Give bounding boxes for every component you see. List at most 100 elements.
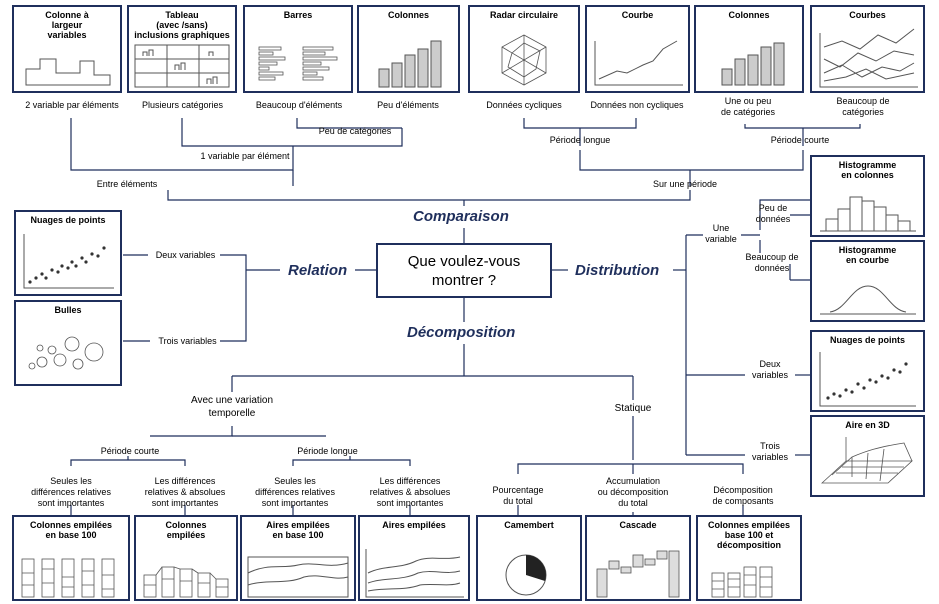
stacked-columns-100-icon (21, 558, 115, 598)
label-peu-categories: Peu de catégories (318, 126, 392, 136)
card-cascade: Cascade (585, 515, 691, 601)
card-title: Colonnes (387, 10, 429, 20)
card-title: Tableau (avec /sans) inclusions graphiqu… (134, 10, 230, 40)
label-deux-variables-distribution: Deux variables (751, 359, 789, 380)
label-peu-de-donnees: Peu de données (755, 203, 791, 224)
card-aires-empilees: Aires empilées (358, 515, 470, 601)
label-seules-differences-2: Seules les différences relatives sont im… (255, 476, 335, 508)
card-aires-empilees-base-100: Aires empilées en base 100 (240, 515, 356, 601)
card-title: Histogramme en colonnes (838, 160, 897, 180)
card-title: Courbes (849, 10, 886, 20)
label-beaucoup-de-donnees: Beaucoup de données (745, 252, 799, 273)
label-plusieurs-categories: Plusieurs catégories (141, 100, 224, 110)
label-statique: Statique (614, 403, 652, 414)
stacked-area-icon (365, 549, 464, 598)
pie-chart-icon (505, 554, 547, 596)
label-entre-elements: Entre éléments (96, 179, 158, 189)
label-beaucoup-elements: Beaucoup d'éléments (255, 100, 343, 110)
card-colonnes-empilees-base-100: Colonnes empilées en base 100 (12, 515, 130, 601)
bar-chart-icon (258, 46, 338, 81)
category-decomposition: Décomposition (407, 324, 516, 341)
card-title: Aires empilées (382, 520, 446, 530)
category-comparaison: Comparaison (413, 208, 509, 225)
card-nuages-de-points-relation: Nuages de points (14, 210, 122, 296)
label-beaucoup-categories: Beaucoup de catégories (836, 96, 890, 117)
scatter-plot-icon (23, 234, 114, 289)
card-radar: Radar circulaire (468, 5, 580, 93)
card-title: Courbe (621, 10, 654, 20)
card-title: Radar circulaire (489, 10, 559, 20)
label-trois-variables: Trois variables (158, 336, 217, 346)
label-seules-differences-1: Seules les différences relatives sont im… (31, 476, 111, 508)
multi-line-chart-icon (819, 28, 918, 88)
stacked-area-100-icon (247, 556, 349, 598)
card-histogramme-colonnes: Histogramme en colonnes (810, 155, 925, 237)
category-distribution: Distribution (575, 262, 660, 279)
label-accumulation: Accumulation ou décomposition du total (597, 476, 669, 508)
card-title: Aire en 3D (845, 420, 890, 430)
label-sur-une-periode: Sur une période (652, 179, 718, 189)
card-title: Colonnes empilées en base 100 (29, 520, 113, 540)
line-chart-icon (594, 40, 683, 86)
3d-area-icon (820, 437, 914, 484)
card-colonnes-periode-courte: Colonnes (694, 5, 804, 93)
central-question-box: Que voulez-vous montrer ? (376, 243, 552, 298)
card-title: Nuages de points (30, 215, 106, 225)
label-decomposition-composants: Décomposition de composants (712, 485, 774, 506)
label-differences-rel-abs-2: Les différences relatives & absolues son… (369, 476, 451, 508)
label-periode-courte-top: Période courte (770, 135, 830, 145)
card-title: Cascade (619, 520, 657, 530)
scatter-plot-icon (819, 352, 916, 407)
label-une-variable: Une variable (705, 223, 737, 244)
label-differences-rel-abs-1: Les différences relatives & absolues son… (144, 476, 226, 508)
stacked-columns-decomposition-icon (711, 566, 773, 598)
card-title: Aires empilées en base 100 (266, 520, 330, 540)
histogram-curve-icon (820, 285, 916, 315)
label-trois-variables-distribution: Trois variables (751, 441, 789, 462)
variable-width-column-icon (25, 58, 111, 86)
label-periode-courte-bottom: Période courte (100, 446, 160, 456)
label-une-ou-peu-categories: Une ou peu de catégories (720, 96, 776, 117)
card-tableau: Tableau (avec /sans) inclusions graphiqu… (127, 5, 237, 93)
label-periode-longue-bottom: Période longue (297, 446, 358, 456)
card-title: Barres (283, 10, 313, 20)
column-chart-icon (378, 40, 442, 88)
bubble-chart-icon (28, 336, 104, 370)
card-courbes: Courbes (810, 5, 925, 93)
card-title: Colonne à largeur variables (45, 10, 89, 40)
card-title: Histogramme en courbe (838, 245, 897, 265)
card-colonnes-peu: Colonnes (357, 5, 460, 93)
card-aire-en-3d: Aire en 3D (810, 415, 925, 497)
waterfall-chart-icon (596, 550, 680, 598)
card-bulles: Bulles (14, 300, 122, 386)
card-histogramme-courbe: Histogramme en courbe (810, 240, 925, 322)
label-avec-variation-temporelle: Avec une variation temporelle (190, 395, 274, 419)
label-pourcentage-du-total: Pourcentage du total (492, 485, 544, 506)
card-title: Colonnes empilées base 100 et décomposit… (707, 520, 791, 550)
card-title: Nuages de points (829, 335, 905, 345)
card-colonnes-empilees-base-100-decomposition: Colonnes empilées base 100 et décomposit… (696, 515, 802, 601)
label-donnees-non-cycliques: Données non cycliques (590, 100, 684, 110)
category-relation: Relation (288, 262, 348, 279)
card-barres: Barres (243, 5, 353, 93)
label-peu-elements: Peu d'éléments (377, 100, 439, 110)
radar-chart-icon (501, 34, 547, 86)
card-courbe: Courbe (585, 5, 690, 93)
label-1-variable-par-element: 1 variable par élément (200, 151, 290, 161)
card-camembert: Camembert (476, 515, 582, 601)
card-title: Colonnes (728, 10, 770, 20)
label-2-variable-par-elements: 2 variable par éléments (25, 100, 119, 110)
card-colonnes-empilees: Colonnes empilées (134, 515, 238, 601)
histogram-columns-icon (820, 196, 916, 232)
card-title: Colonnes empilées (165, 520, 207, 540)
card-title: Bulles (54, 305, 82, 315)
label-donnees-cycliques: Données cycliques (486, 100, 562, 110)
column-chart-icon (721, 42, 785, 86)
card-nuages-de-points-distribution: Nuages de points (810, 330, 925, 412)
card-colonne-largeur-variables: Colonne à largeur variables (12, 5, 122, 93)
label-periode-longue-top: Période longue (549, 135, 611, 145)
card-title: Camembert (504, 520, 554, 530)
label-deux-variables: Deux variables (155, 250, 216, 260)
table-icon (134, 44, 230, 88)
